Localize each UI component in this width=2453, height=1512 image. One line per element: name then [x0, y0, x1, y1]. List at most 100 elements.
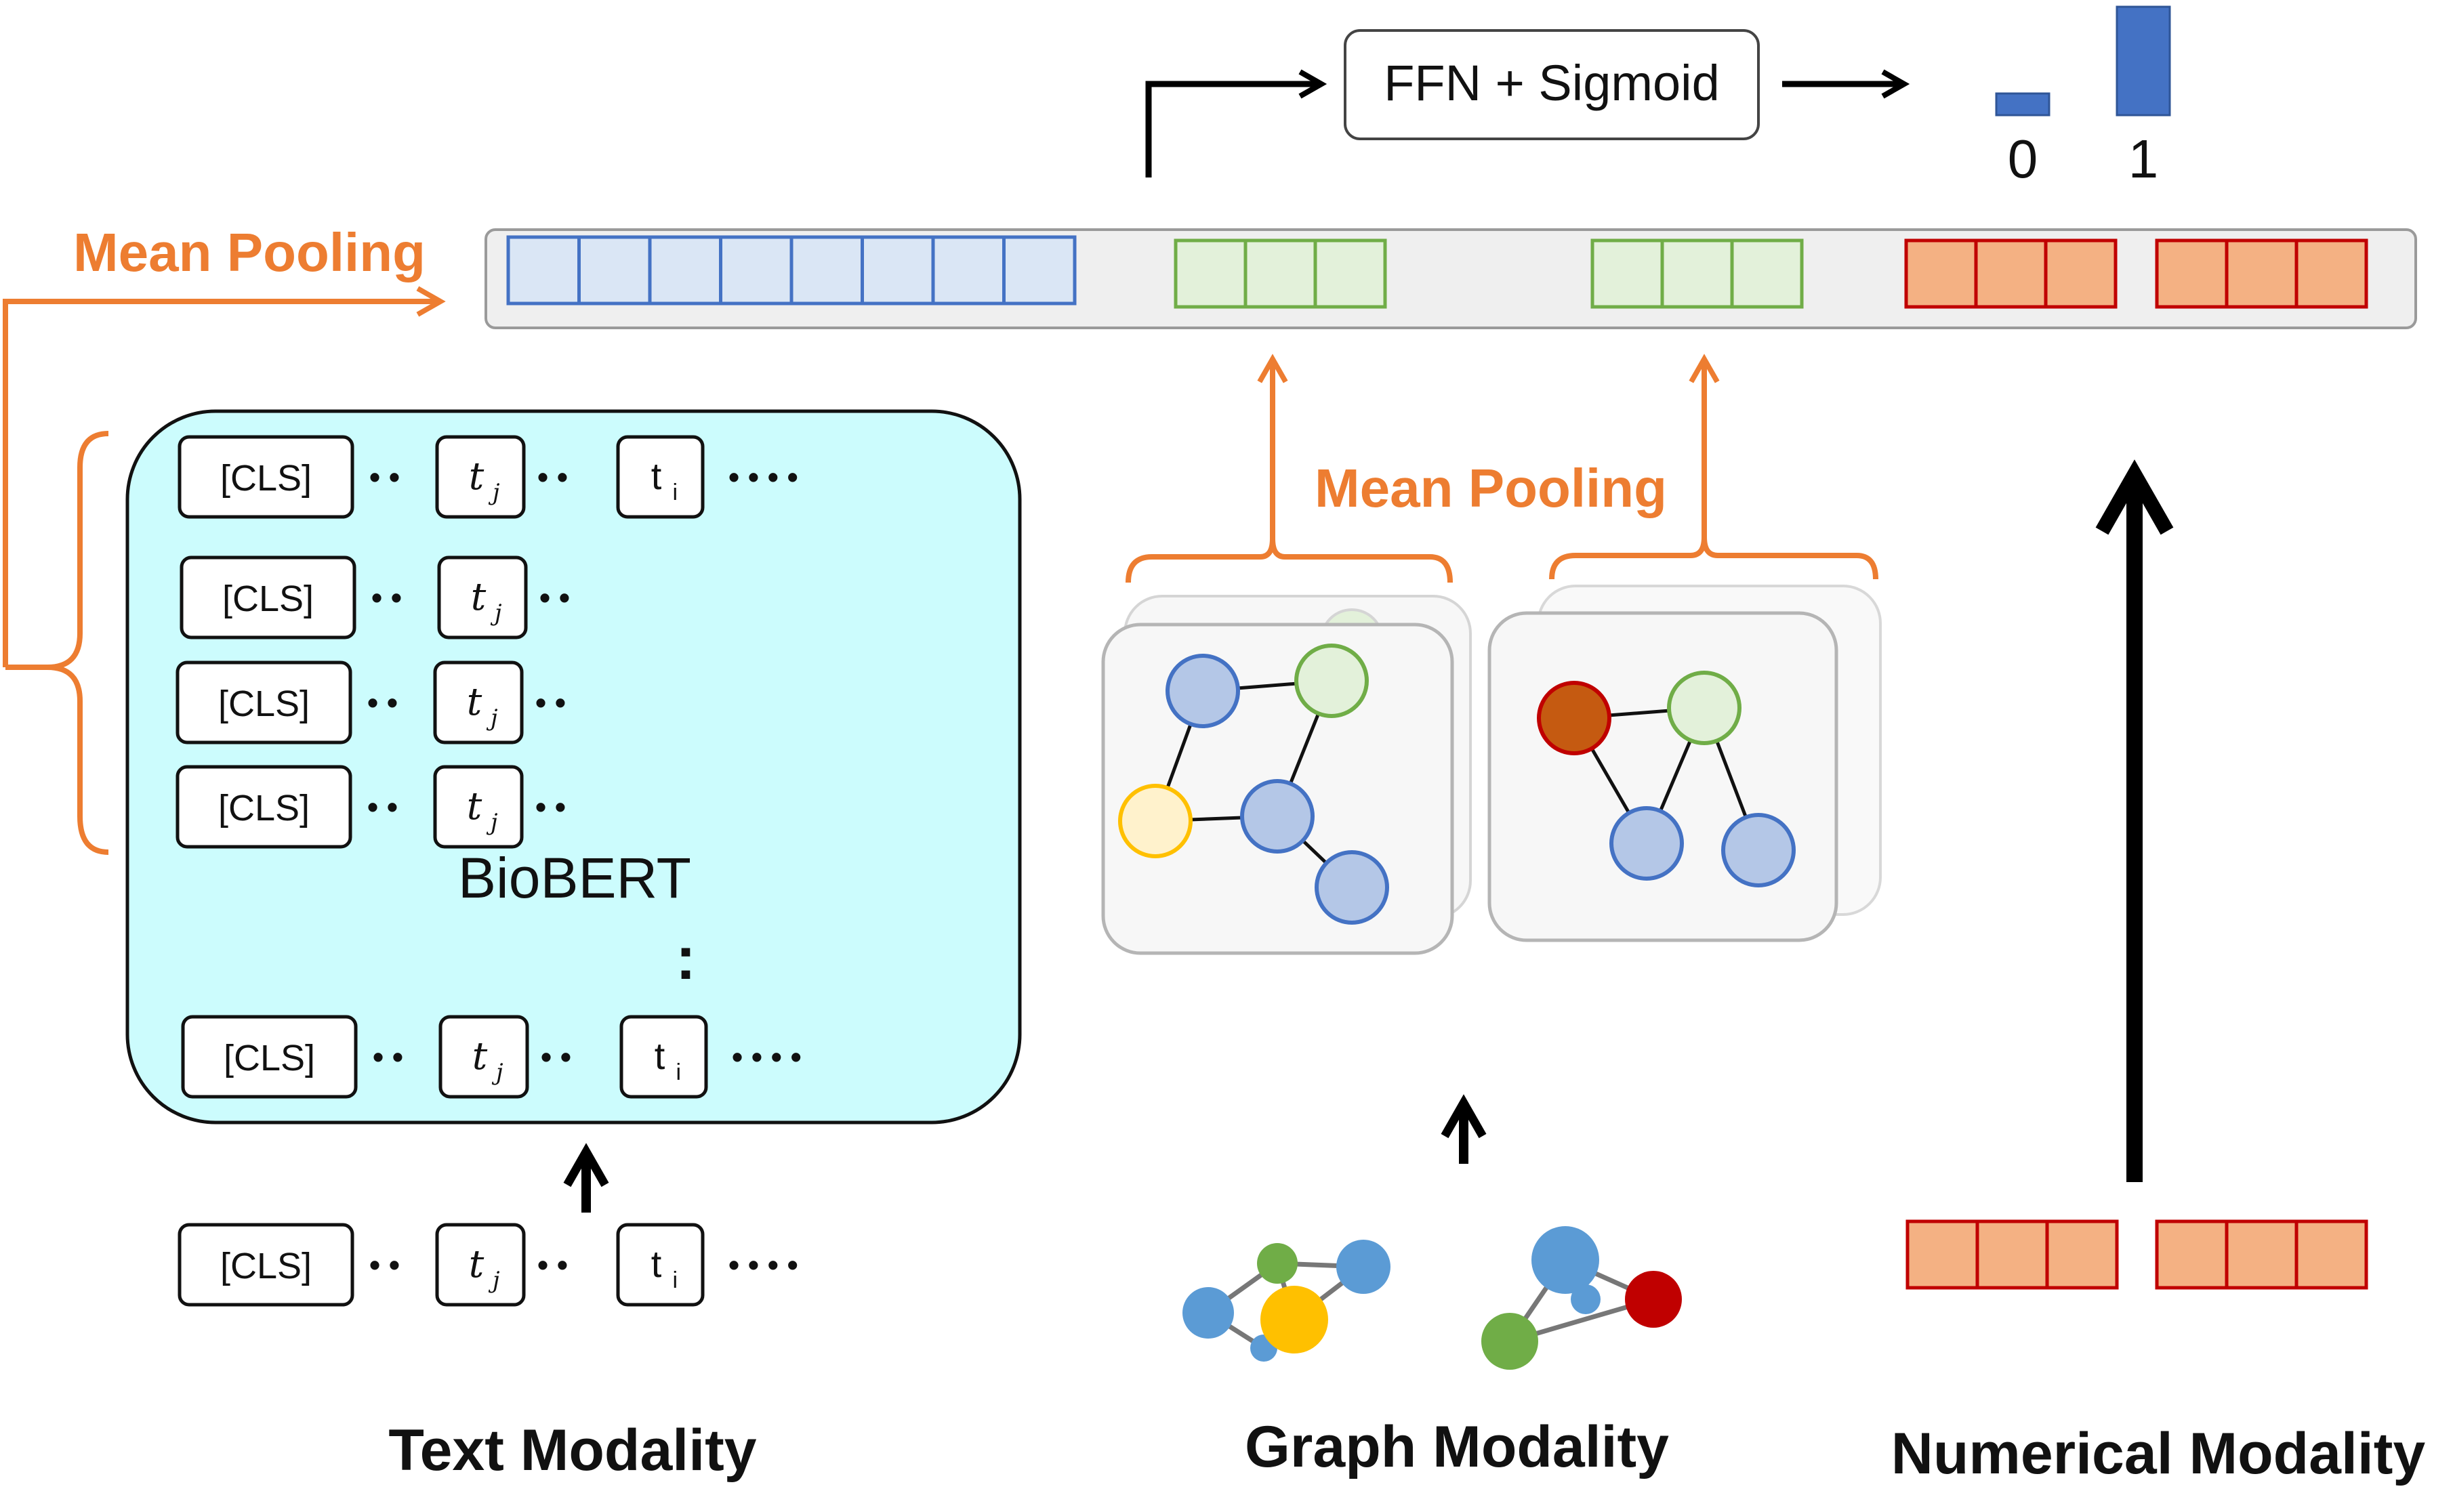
- numerical-embedding-cell: [2044, 238, 2118, 309]
- cls-token-label: [CLS]: [218, 684, 310, 724]
- ti-token-subscript: i: [673, 480, 678, 505]
- token-dots: • •: [373, 1039, 403, 1074]
- classifier-head: FFN + Sigmoid 0 1: [1145, 5, 2171, 189]
- token-dots: • •: [535, 685, 566, 720]
- mean-pooling-label-left: Mean Pooling: [73, 222, 426, 282]
- concatenated-embedding: [485, 228, 2417, 329]
- graph1-node-yellow: [1118, 784, 1193, 858]
- tj-token-label: t: [467, 680, 482, 724]
- numerical-input-cells-2: [2155, 1219, 2368, 1290]
- numerical-embedding-cell: [1974, 238, 2048, 309]
- text-embedding-cell: [1002, 235, 1077, 306]
- left-curly-bracket: [47, 431, 109, 855]
- cls-token-box: [176, 765, 352, 849]
- token-dots: • •: [539, 580, 570, 615]
- cls-token-box: [181, 1015, 358, 1099]
- tj-token-label: t: [471, 575, 487, 619]
- ti-token-label: t: [651, 1242, 662, 1285]
- cls-token-label: [CLS]: [224, 1038, 315, 1078]
- text-embedding-cell: [577, 235, 652, 306]
- numerical-embedding-cell: [1904, 238, 1978, 309]
- cls-token-box: [176, 660, 352, 744]
- ti-token-subscript: i: [676, 1059, 682, 1085]
- graph-embedding-cell: [1313, 238, 1387, 309]
- token-dots: • •: [367, 789, 398, 824]
- graph1-node-blue-c: [1315, 850, 1389, 925]
- pooling-arrow-left: [3, 286, 446, 667]
- token-dots: • •: [535, 789, 566, 824]
- graph-card-2: [1487, 585, 1882, 942]
- token-dots: • •: [541, 1039, 571, 1074]
- ti-token-box: [616, 435, 705, 519]
- ffn-sigmoid-label: FFN + Sigmoid: [1384, 55, 1720, 111]
- cls-token-label: [CLS]: [220, 1246, 312, 1286]
- graph-bracket-1: [1126, 538, 1453, 583]
- tj-token-box: [437, 555, 528, 639]
- text-mean-pooling: Mean Pooling: [3, 222, 446, 855]
- ti-token-box: [616, 1223, 705, 1307]
- numerical-modality-label: Numerical Modality: [1891, 1421, 2426, 1486]
- ffn-sigmoid-box: [1344, 29, 1760, 140]
- tj-token-box: [435, 1223, 526, 1307]
- biobert-label: BioBERT: [458, 846, 691, 910]
- to-ffn-arrow: [1145, 69, 1327, 177]
- graph2-node-green: [1667, 671, 1741, 745]
- graph-embedding-cell: [1660, 238, 1734, 309]
- token-dots: • •: [369, 459, 400, 495]
- graph-embedding-cell: [1590, 238, 1664, 309]
- cls-token-label: [CLS]: [222, 579, 314, 619]
- text-embedding-cell: [789, 235, 864, 306]
- mean-pooling-label-graph: Mean Pooling: [1315, 458, 1667, 518]
- numerical-embedding-cell: [2155, 238, 2229, 309]
- output-label-1: 1: [2128, 129, 2159, 189]
- graph2-node-blue-b: [1721, 813, 1796, 887]
- numerical-embedding-cell: [2225, 238, 2299, 309]
- graph2-node-red: [1537, 681, 1611, 755]
- text-embedding-cell: [506, 235, 581, 306]
- graph1-node-green: [1294, 644, 1369, 718]
- tj-token-box: [433, 660, 524, 744]
- output-bar-0: [1995, 92, 2050, 117]
- cls-token-box: [180, 555, 356, 639]
- token-dots: • •: [537, 1247, 568, 1282]
- numerical-embedding-cell: [2294, 238, 2368, 309]
- tj-token-label: t: [469, 455, 485, 499]
- graph-bracket-2: [1549, 537, 1878, 580]
- output-bar-1: [2116, 5, 2171, 117]
- numerical-input-cell: [2225, 1219, 2299, 1290]
- graph-embedding-cell: [1174, 238, 1248, 309]
- token-dots: • •: [369, 1247, 400, 1282]
- graph-embedding-cell: [1730, 238, 1804, 309]
- graph-mean-pooling: Mean Pooling: [1126, 354, 1878, 583]
- cls-token-box: [178, 1223, 354, 1307]
- text-embedding-cells: [506, 235, 1077, 306]
- output-bar-chart: [1995, 5, 2171, 117]
- ti-token-box: [619, 1015, 708, 1099]
- text-embedding-cell: [861, 235, 935, 306]
- molecule-icon-2: [1481, 1226, 1682, 1370]
- token-dots: • •: [537, 459, 568, 495]
- tj-token-label: t: [467, 784, 482, 828]
- cls-token-box: [178, 435, 354, 519]
- numerical-input-cell: [1905, 1219, 1979, 1290]
- token-dots: • • • •: [728, 1247, 798, 1282]
- output-label-0: 0: [2008, 129, 2038, 189]
- numerical-embedding-cells-1: [1904, 238, 2118, 309]
- vertical-ellipsis: :: [676, 925, 696, 992]
- token-dots: • • • •: [728, 459, 798, 495]
- token-dots: • •: [371, 580, 402, 615]
- graph-card-1: [1101, 595, 1472, 955]
- graph-modality-label: Graph Modality: [1245, 1414, 1669, 1479]
- graph-embedding-cells-2: [1590, 238, 1804, 309]
- graph-embedding-cell: [1243, 238, 1317, 309]
- numerical-input-cell: [1975, 1219, 2049, 1290]
- tj-token-box: [438, 1015, 529, 1099]
- text-modality-label: Text Modality: [388, 1418, 756, 1483]
